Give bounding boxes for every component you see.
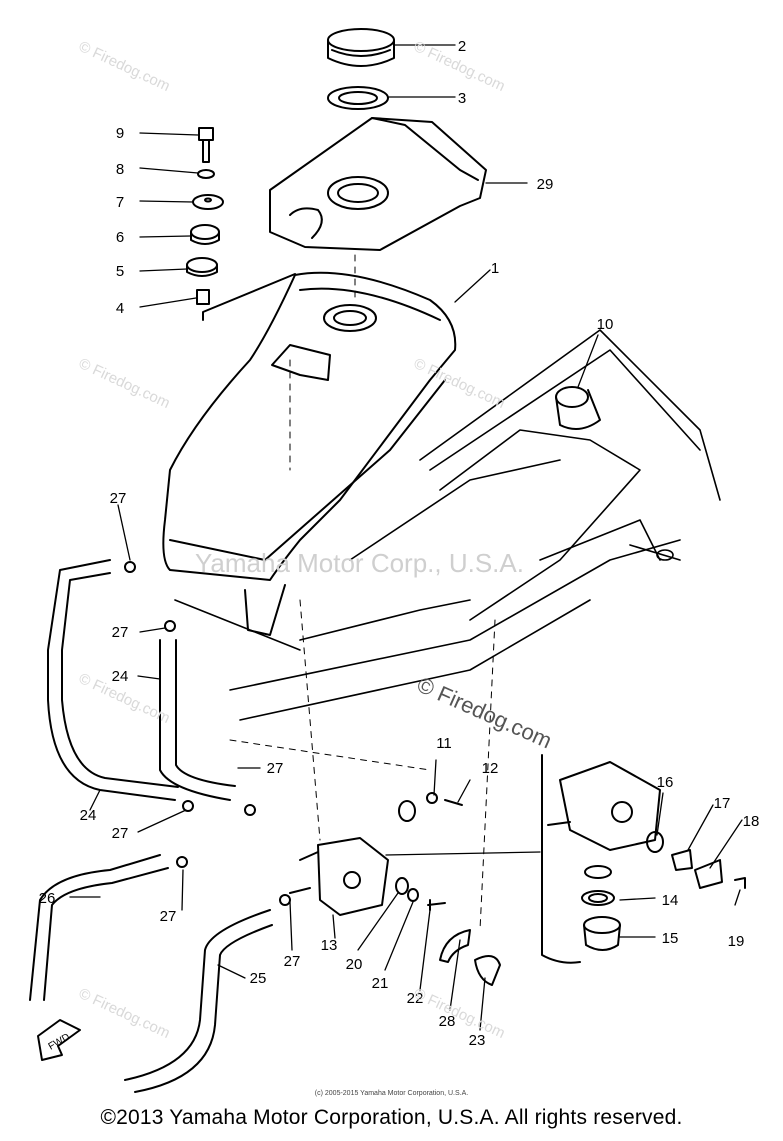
small-copyright: (c) 2005-2015 Yamaha Motor Corporation, …: [314, 1090, 469, 1097]
tank-cover: [269, 117, 487, 251]
fuel-cock: [289, 837, 389, 916]
detail-view: [541, 754, 746, 964]
frame-collar: [555, 386, 601, 430]
callout-27-f: 27: [284, 953, 301, 970]
callout-25: 25: [250, 970, 267, 987]
assembly-guides: [229, 254, 496, 931]
leader-lines: [69, 44, 743, 1031]
callout-4: 4: [116, 300, 124, 317]
gasket: [395, 877, 409, 895]
callout-9: 9: [116, 125, 124, 142]
callout-3: 3: [458, 90, 466, 107]
watermark-maker: Yamaha Motor Corp., U.S.A.: [195, 548, 524, 578]
callout-8: 8: [116, 161, 124, 178]
callout-6: 6: [116, 229, 124, 246]
callout-23: 23: [469, 1032, 486, 1049]
damper-lower: [186, 257, 218, 277]
hose-25: [124, 909, 273, 1093]
callout-24-a: 24: [112, 668, 129, 685]
callout-27-d: 27: [112, 825, 129, 842]
fuel-cap: [327, 28, 395, 67]
hose-clamp: [124, 561, 291, 906]
copyright-notice: ©2013 Yamaha Motor Corporation, U.S.A. A…: [100, 1106, 683, 1129]
callout-13: 13: [321, 937, 338, 954]
callout-27-e: 27: [160, 908, 177, 925]
filter: [474, 955, 501, 986]
hose-24-left: [47, 559, 179, 801]
screw: [427, 899, 446, 911]
fuel-cock-mount: [398, 792, 463, 822]
callout-27-b: 27: [112, 624, 129, 641]
callout-24-b: 24: [80, 807, 97, 824]
callout-29: 29: [537, 176, 554, 193]
strainer-bracket: [439, 929, 471, 963]
collar-washer: [192, 194, 224, 210]
callout-2: 2: [458, 38, 466, 55]
callout-7: 7: [116, 194, 124, 211]
callout-17: 17: [714, 795, 731, 812]
callout-20: 20: [346, 956, 363, 973]
fwd-arrow: [37, 1019, 81, 1061]
callout-1: 1: [491, 260, 499, 277]
hose-26: [29, 854, 169, 1001]
callout-27-c: 27: [267, 760, 284, 777]
callout-19: 19: [728, 933, 745, 950]
callout-15: 15: [662, 930, 679, 947]
callout-26: 26: [39, 890, 56, 907]
collar: [196, 289, 210, 305]
hose-24-right: [159, 639, 236, 801]
bolt: [198, 127, 214, 163]
callout-12: 12: [482, 760, 499, 777]
callout-22: 22: [407, 990, 424, 1007]
callout-14: 14: [662, 892, 679, 909]
callout-11: 11: [436, 735, 452, 752]
callout-28: 28: [439, 1013, 456, 1030]
callout-18: 18: [743, 813, 760, 830]
leader-line: [202, 273, 296, 321]
frame: [174, 329, 721, 721]
washer: [407, 888, 419, 902]
damper-upper: [190, 224, 220, 245]
callout-10: 10: [597, 316, 614, 333]
fuel-tank: [162, 271, 457, 636]
washer: [197, 169, 215, 179]
cap-gasket: [327, 86, 389, 110]
callout-21: 21: [372, 975, 389, 992]
callout-16: 16: [657, 774, 674, 791]
callout-5: 5: [116, 263, 124, 280]
callout-27-a: 27: [110, 490, 127, 507]
